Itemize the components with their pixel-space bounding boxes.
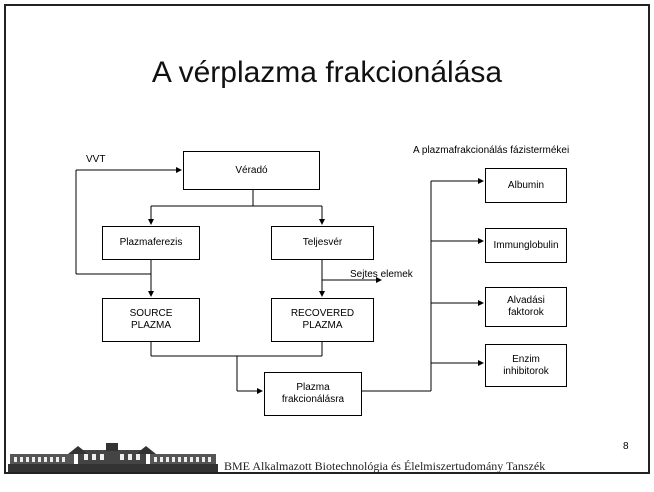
- university-building-logo: [8, 443, 218, 472]
- node-plazmaferezis: Plazmaferezis: [102, 226, 200, 260]
- sejtes-elemek-label: Sejtes elemek: [350, 269, 413, 280]
- product-immunglobulin: Immunglobulin: [485, 228, 567, 263]
- product-alvadasi-faktorok: Alvadási faktorok: [485, 287, 567, 327]
- vvt-label: VVT: [86, 154, 106, 165]
- product-enzim-inhibitorok: Enzim inhibitorok: [485, 344, 567, 387]
- node-veredo: Véradó: [183, 151, 320, 190]
- node-teljesver: Teljesvér: [271, 226, 374, 260]
- node-source-plazma: SOURCE PLAZMA: [102, 298, 200, 342]
- flow-connectors: [75, 167, 484, 394]
- node-plazma-frakcionalasra: Plazma frakcionálásra: [264, 372, 362, 416]
- node-recovered-plazma: RECOVERED PLAZMA: [271, 298, 374, 342]
- slide-title: A vérplazma frakcionálása: [151, 56, 503, 89]
- product-albumin: Albumin: [485, 168, 567, 203]
- footer-text: BME Alkalmazott Biotechnológia és Élelmi…: [224, 459, 546, 473]
- slide: A vérplazma frakcionálása: [4, 4, 650, 474]
- page-number: 8: [623, 441, 629, 452]
- products-heading: A plazmafrakcionálás fázistermékei: [413, 145, 570, 156]
